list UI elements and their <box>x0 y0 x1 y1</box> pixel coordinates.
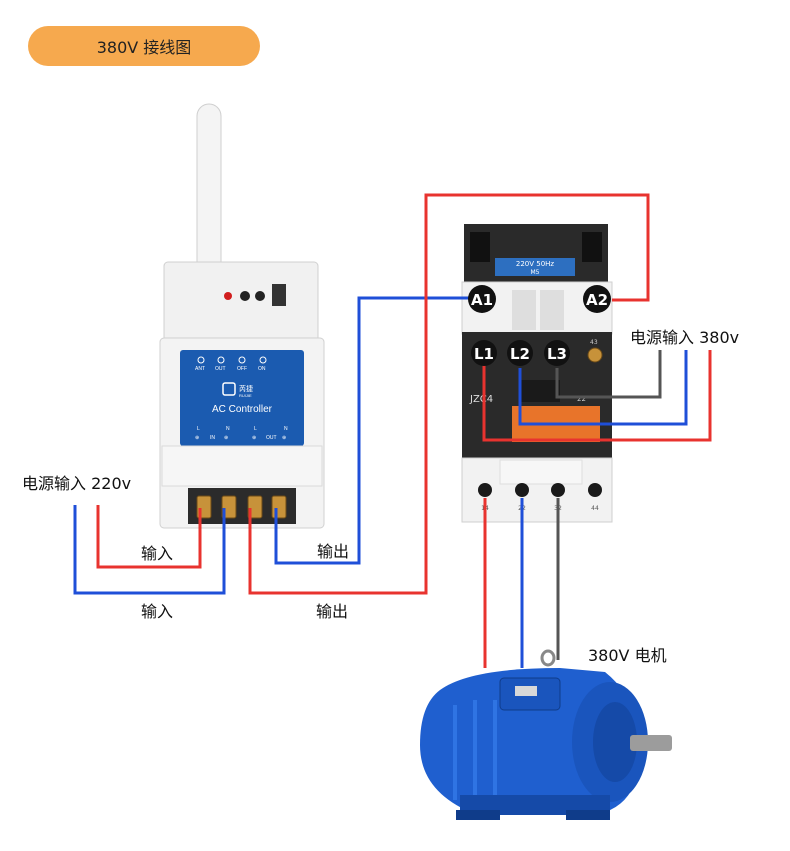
wire-input-neutral <box>73 505 226 595</box>
motor-shaft <box>630 735 672 751</box>
terminal-label-n-in: N <box>226 426 230 432</box>
terminal-l3: L3 <box>547 345 567 363</box>
terminal-label-l-out: L <box>254 426 257 432</box>
terminal-a1: A1 <box>471 291 493 309</box>
output-label-1: 输出 <box>317 542 350 561</box>
diagram-title: 380V 接线图 <box>28 26 260 66</box>
contactor-model: JZC4 <box>469 394 493 405</box>
motor-label: 380V 电机 <box>588 646 667 665</box>
top-small-terminal: 43 <box>590 339 598 346</box>
wire-output-neutral-a1 <box>274 296 470 565</box>
brand-logo <box>222 382 236 396</box>
wire-input-live <box>96 505 202 569</box>
ac-controller: ANT OUT OFF ON 芮捷 RUIJIE AC Controller L… <box>159 103 325 529</box>
wire-output-live-a2 <box>248 193 650 595</box>
svg-text:⊕: ⊕ <box>224 435 228 441</box>
power-input-220-label: 电源输入 220v <box>22 474 132 493</box>
aux-label: 22 <box>577 395 586 403</box>
motor-eyebolt <box>540 649 556 667</box>
controller-top <box>163 261 319 343</box>
indicator-on: ON <box>258 366 266 372</box>
input-label-1: 输入 <box>141 544 174 563</box>
motor <box>420 649 672 820</box>
wires <box>73 193 712 668</box>
indicator-off: OFF <box>237 366 247 372</box>
indicator-ant: ANT <box>195 366 205 372</box>
brand-name: 芮捷 <box>239 384 253 393</box>
input-label-2: 输入 <box>141 602 174 621</box>
controller-panel <box>180 350 304 446</box>
brand-sub: RUIJIE <box>239 393 252 398</box>
indicator-out: OUT <box>215 366 226 372</box>
coil-label-plate <box>495 258 575 276</box>
bottom-terminal-44: 44 <box>591 505 599 512</box>
coil-code: M5 <box>531 269 540 276</box>
terminal-label-n-out: N <box>284 426 288 432</box>
terminal-label-l-in: L <box>197 426 200 432</box>
wire-l2-supply <box>518 350 688 426</box>
group-in: IN <box>210 435 215 441</box>
output-label-2: 输出 <box>316 602 349 621</box>
status-led-red <box>224 292 232 300</box>
wire-l1-supply <box>482 350 712 442</box>
svg-text:⊕: ⊕ <box>282 435 286 441</box>
terminal-l1: L1 <box>474 345 494 363</box>
line-terminal-markers: L1 L2 L3 <box>471 340 570 366</box>
terminal-a2: A2 <box>586 291 608 309</box>
terminal-l2: L2 <box>510 345 530 363</box>
wire-l3-supply <box>555 350 662 399</box>
controller-name: AC Controller <box>212 404 273 415</box>
group-out: OUT <box>266 435 277 441</box>
coil-spec: 220V 50Hz <box>516 260 555 268</box>
power-input-380-label: 电源输入 380v <box>630 328 740 347</box>
svg-text:⊕: ⊕ <box>195 435 199 441</box>
coil-terminal-markers: A1 A2 <box>468 285 611 313</box>
svg-text:⊕: ⊕ <box>252 435 256 441</box>
